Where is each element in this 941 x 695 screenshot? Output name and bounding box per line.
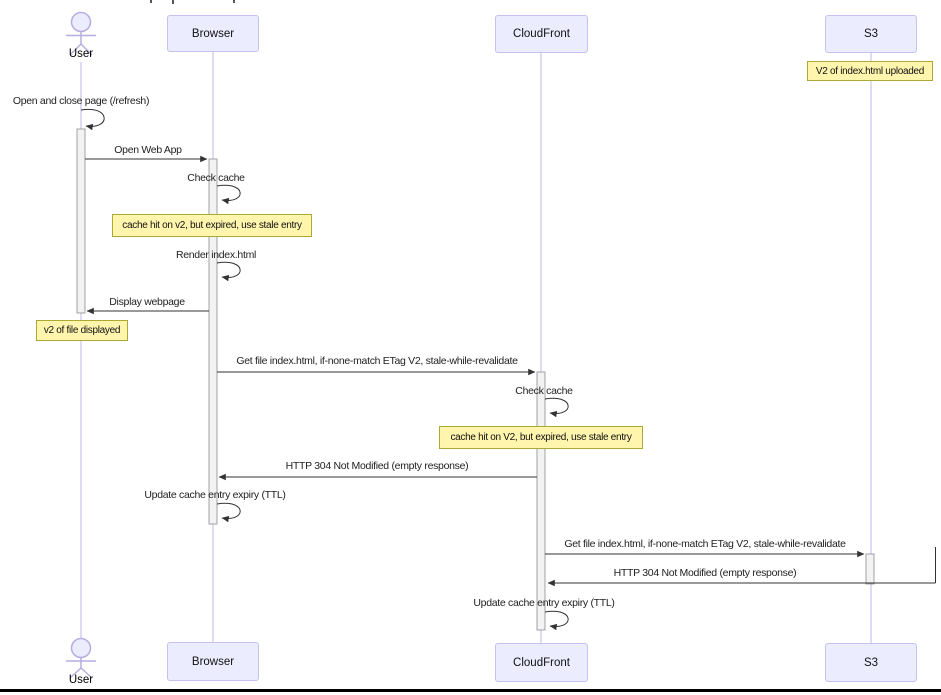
message-open-close-page: Open and close page (/refresh) xyxy=(12,95,150,107)
message-display-webpage: Display webpage xyxy=(109,296,185,308)
actor-figure-user-bottom xyxy=(66,637,96,679)
participant-top-s3: S3 xyxy=(825,15,917,53)
message-render-index: Render index.html xyxy=(175,249,257,261)
participant-top-cloudfront: CloudFront xyxy=(495,15,588,53)
self-loop-browser-check-cache xyxy=(216,184,241,205)
message-get-file-cloudfront-s3: Get file index.html, if-none-match ETag … xyxy=(564,538,846,550)
participant-top-browser: Browser xyxy=(167,15,259,52)
actor-label-user-top: User xyxy=(68,48,94,60)
activation-user xyxy=(76,128,86,314)
actor-figure-user-top xyxy=(66,11,96,56)
note-cloudfront-cache-hit: cache hit on V2, but expired, use stale … xyxy=(439,426,643,449)
participant-bottom-browser: Browser xyxy=(167,642,259,681)
activation-browser xyxy=(208,158,218,525)
participant-label: S3 xyxy=(863,28,879,40)
participant-bottom-s3: S3 xyxy=(825,643,917,682)
participant-label: S3 xyxy=(863,656,879,669)
self-loop-browser-update-ttl xyxy=(216,502,241,523)
message-update-ttl-cloudfront: Update cache entry expiry (TTL) xyxy=(473,597,615,609)
self-loop-cloudfront-update-ttl xyxy=(544,610,569,631)
participant-label: CloudFront xyxy=(513,656,570,669)
message-304-s3-cloudfront: HTTP 304 Not Modified (empty response) xyxy=(613,567,797,579)
participant-bottom-cloudfront: CloudFront xyxy=(495,643,588,682)
message-update-ttl-browser: Update cache entry expiry (TTL) xyxy=(144,489,286,501)
message-304-cloudfront-browser: HTTP 304 Not Modified (empty response) xyxy=(285,460,469,472)
actor-label-user-bottom: User xyxy=(68,674,94,686)
message-check-cache-cloudfront: Check cache xyxy=(515,385,573,397)
participant-label: Browser xyxy=(191,27,235,40)
self-loop-user-refresh xyxy=(80,108,105,131)
participant-label: Browser xyxy=(191,655,235,668)
bottom-border-line xyxy=(0,689,941,692)
self-loop-browser-render xyxy=(216,261,241,282)
note-v2-displayed: v2 of file displayed xyxy=(36,320,128,341)
message-get-file-browser-cloudfront: Get file index.html, if-none-match ETag … xyxy=(236,355,518,367)
activation-cloudfront xyxy=(536,371,546,631)
message-open-web-app: Open Web App xyxy=(114,144,182,156)
self-loop-cloudfront-check-cache xyxy=(544,397,569,418)
message-check-cache-browser: Check cache xyxy=(187,172,245,184)
participant-label: CloudFront xyxy=(513,28,570,40)
note-browser-cache-hit: cache hit on v2, but expired, use stale … xyxy=(112,214,312,237)
note-v2-uploaded: V2 of index.html uploaded xyxy=(807,61,933,81)
activation-s3 xyxy=(865,553,875,585)
